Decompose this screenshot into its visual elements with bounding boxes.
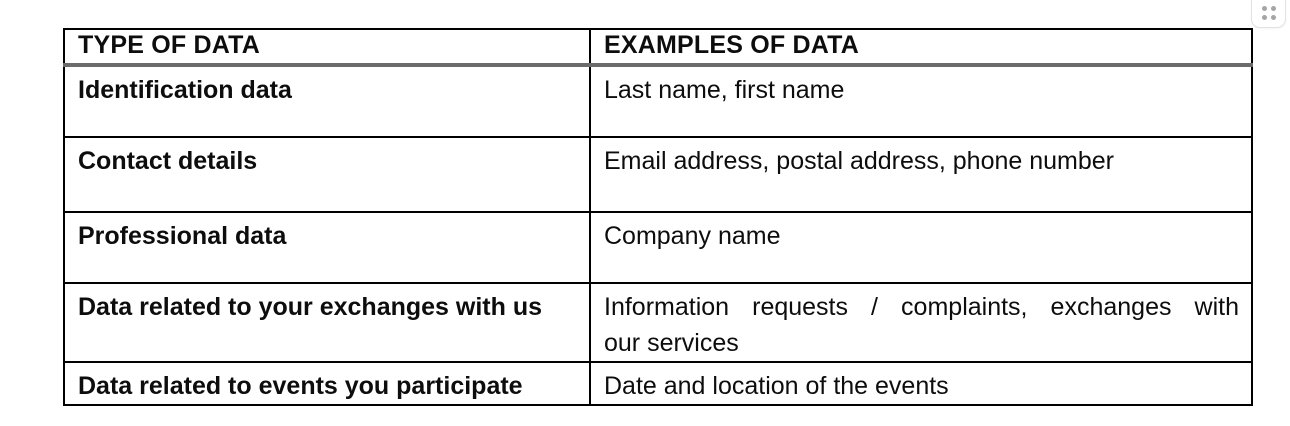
data-types-table: TYPE OF DATA EXAMPLES OF DATA Identifica… xyxy=(63,28,1253,406)
grid-dots-icon xyxy=(1261,6,1276,20)
grid-dot xyxy=(1261,6,1267,11)
row-type-professional: Professional data xyxy=(63,211,591,284)
row-type-exchanges: Data related to your exchanges with us xyxy=(63,282,591,363)
row-type-contact: Contact details xyxy=(63,136,591,213)
example-line: Date and location of the events xyxy=(604,372,949,400)
table-row: Professional data Company name xyxy=(63,211,1253,284)
grid-dot xyxy=(1261,15,1267,20)
table-row: Identification data Last name, first nam… xyxy=(63,64,1253,138)
table-row: Contact details Email address, postal ad… xyxy=(63,136,1253,213)
row-example-professional: Company name xyxy=(589,211,1253,284)
row-example-identification: Last name, first name xyxy=(589,64,1253,138)
table-row: Data related to events you participate D… xyxy=(63,361,1253,406)
example-line: Information requests / complaints, excha… xyxy=(604,293,1239,321)
table-row: Data related to your exchanges with us I… xyxy=(63,282,1253,363)
example-line: our services xyxy=(604,329,739,357)
row-example-exchanges: Information requests / complaints, excha… xyxy=(589,282,1253,363)
grid-dot xyxy=(1270,6,1276,11)
column-header-examples-of-data: EXAMPLES OF DATA xyxy=(589,28,1253,67)
example-line: Company name xyxy=(604,222,781,250)
row-example-contact: Email address, postal address, phone num… xyxy=(589,136,1253,213)
table-header-row: TYPE OF DATA EXAMPLES OF DATA xyxy=(63,28,1253,67)
row-example-events: Date and location of the events xyxy=(589,361,1253,406)
grid-dot xyxy=(1270,15,1276,20)
column-header-type-of-data: TYPE OF DATA xyxy=(63,28,591,67)
example-line: Last name, first name xyxy=(604,76,845,104)
row-type-identification: Identification data xyxy=(63,64,591,138)
row-type-events: Data related to events you participate xyxy=(63,361,591,406)
apps-grid-button[interactable] xyxy=(1251,0,1286,28)
example-line: Email address, postal address, phone num… xyxy=(604,147,1115,175)
